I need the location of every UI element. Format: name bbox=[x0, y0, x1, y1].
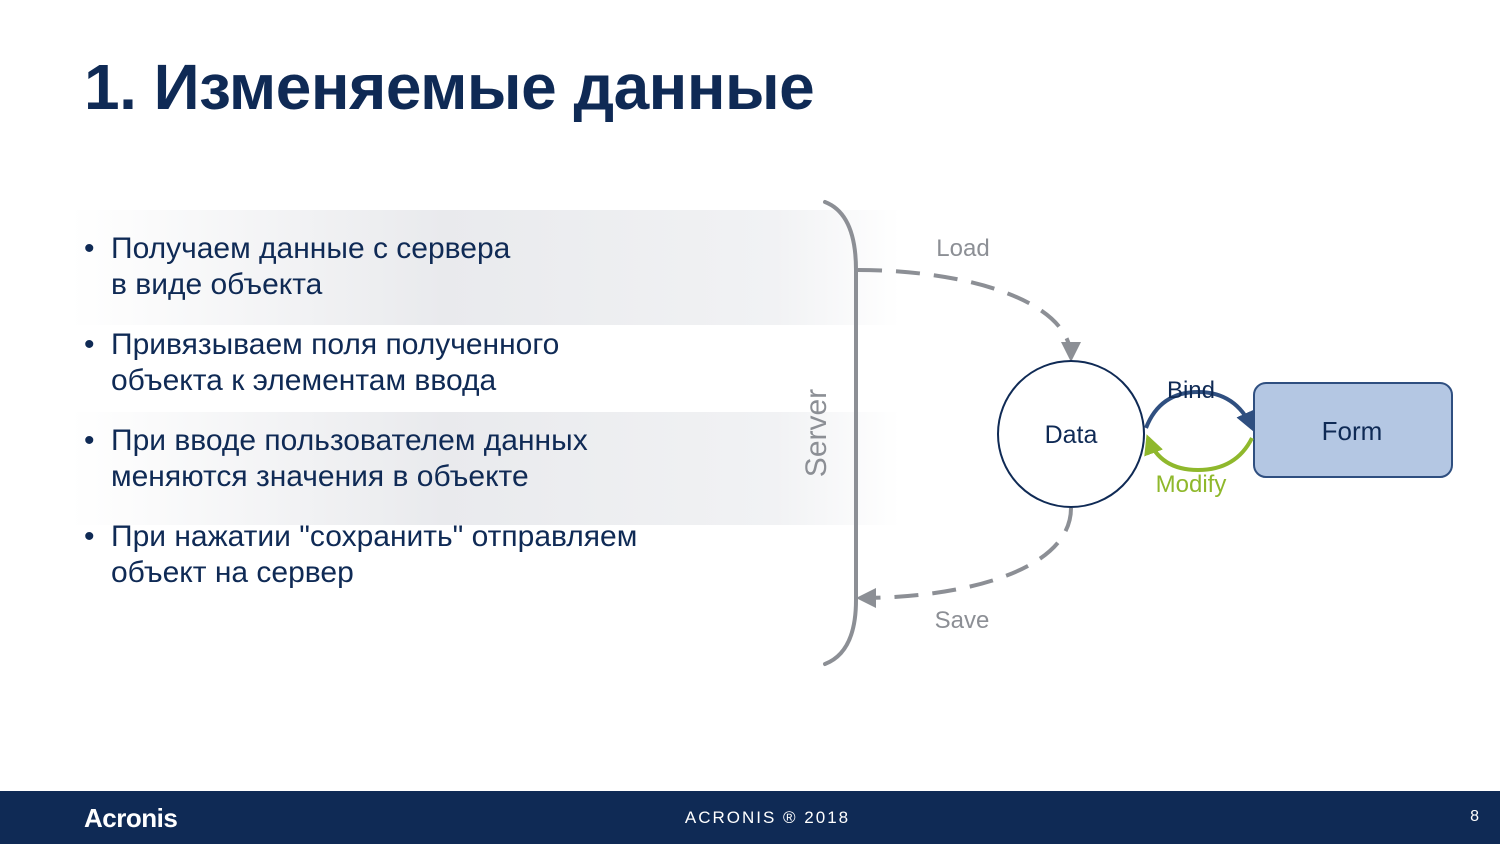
form-node-label: Form bbox=[1322, 416, 1383, 446]
slide-footer: Acronis ACRONIS ® 2018 8 bbox=[0, 791, 1500, 844]
bullet-item: • Привязываем поля полученного объекта к… bbox=[84, 327, 637, 399]
page-number: 8 bbox=[1470, 808, 1479, 825]
bullet-dot: • bbox=[84, 328, 95, 361]
bullet-text-line: меняются значения в объекте bbox=[111, 460, 529, 493]
load-label: Load bbox=[936, 235, 989, 262]
bullet-highlight-band bbox=[70, 412, 900, 525]
server-label: Server bbox=[800, 389, 833, 477]
load-arrow bbox=[857, 268, 1081, 362]
bullet-item: • При нажатии "сохранить" отправляем объ… bbox=[84, 519, 637, 591]
slide-title: 1. Изменяемые данные bbox=[84, 51, 815, 123]
data-node bbox=[997, 360, 1145, 508]
bullet-item: • При вводе пользователем данных меняютс… bbox=[84, 423, 637, 495]
save-label: Save bbox=[935, 607, 990, 634]
bullet-text-line: Получаем данные с сервера bbox=[111, 232, 511, 265]
bullet-item: • Получаем данные с сервера в виде объек… bbox=[84, 231, 637, 303]
bullet-text-line: объект на сервер bbox=[111, 556, 354, 589]
bind-arrow bbox=[1144, 389, 1255, 432]
bullet-list: • Получаем данные с сервера в виде объек… bbox=[84, 231, 637, 591]
bullet-text-line: в виде объекта bbox=[111, 268, 323, 301]
bullet-text-line: При вводе пользователем данных bbox=[111, 424, 588, 457]
bullet-text-line: объекта к элементам ввода bbox=[111, 364, 497, 397]
bind-label: Bind bbox=[1167, 377, 1215, 404]
data-node-label: Data bbox=[1045, 421, 1098, 449]
server-bracket bbox=[823, 200, 858, 666]
bullet-dot: • bbox=[84, 520, 95, 553]
save-arrow bbox=[856, 507, 1073, 608]
bullet-dot: • bbox=[84, 424, 95, 457]
bullet-dot: • bbox=[84, 232, 95, 265]
bullet-text-line: Привязываем поля полученного bbox=[111, 328, 560, 361]
bullet-highlight-band bbox=[70, 210, 900, 325]
modify-arrow bbox=[1144, 434, 1254, 473]
data-flow-diagram: Server Load Save Data Form Bind Modify bbox=[800, 200, 1453, 666]
acronis-logo: Acronis bbox=[84, 803, 178, 833]
footer-copyright: ACRONIS ® 2018 bbox=[684, 808, 851, 827]
modify-label: Modify bbox=[1156, 471, 1227, 498]
bullet-text-line: При нажатии "сохранить" отправляем bbox=[111, 520, 638, 553]
